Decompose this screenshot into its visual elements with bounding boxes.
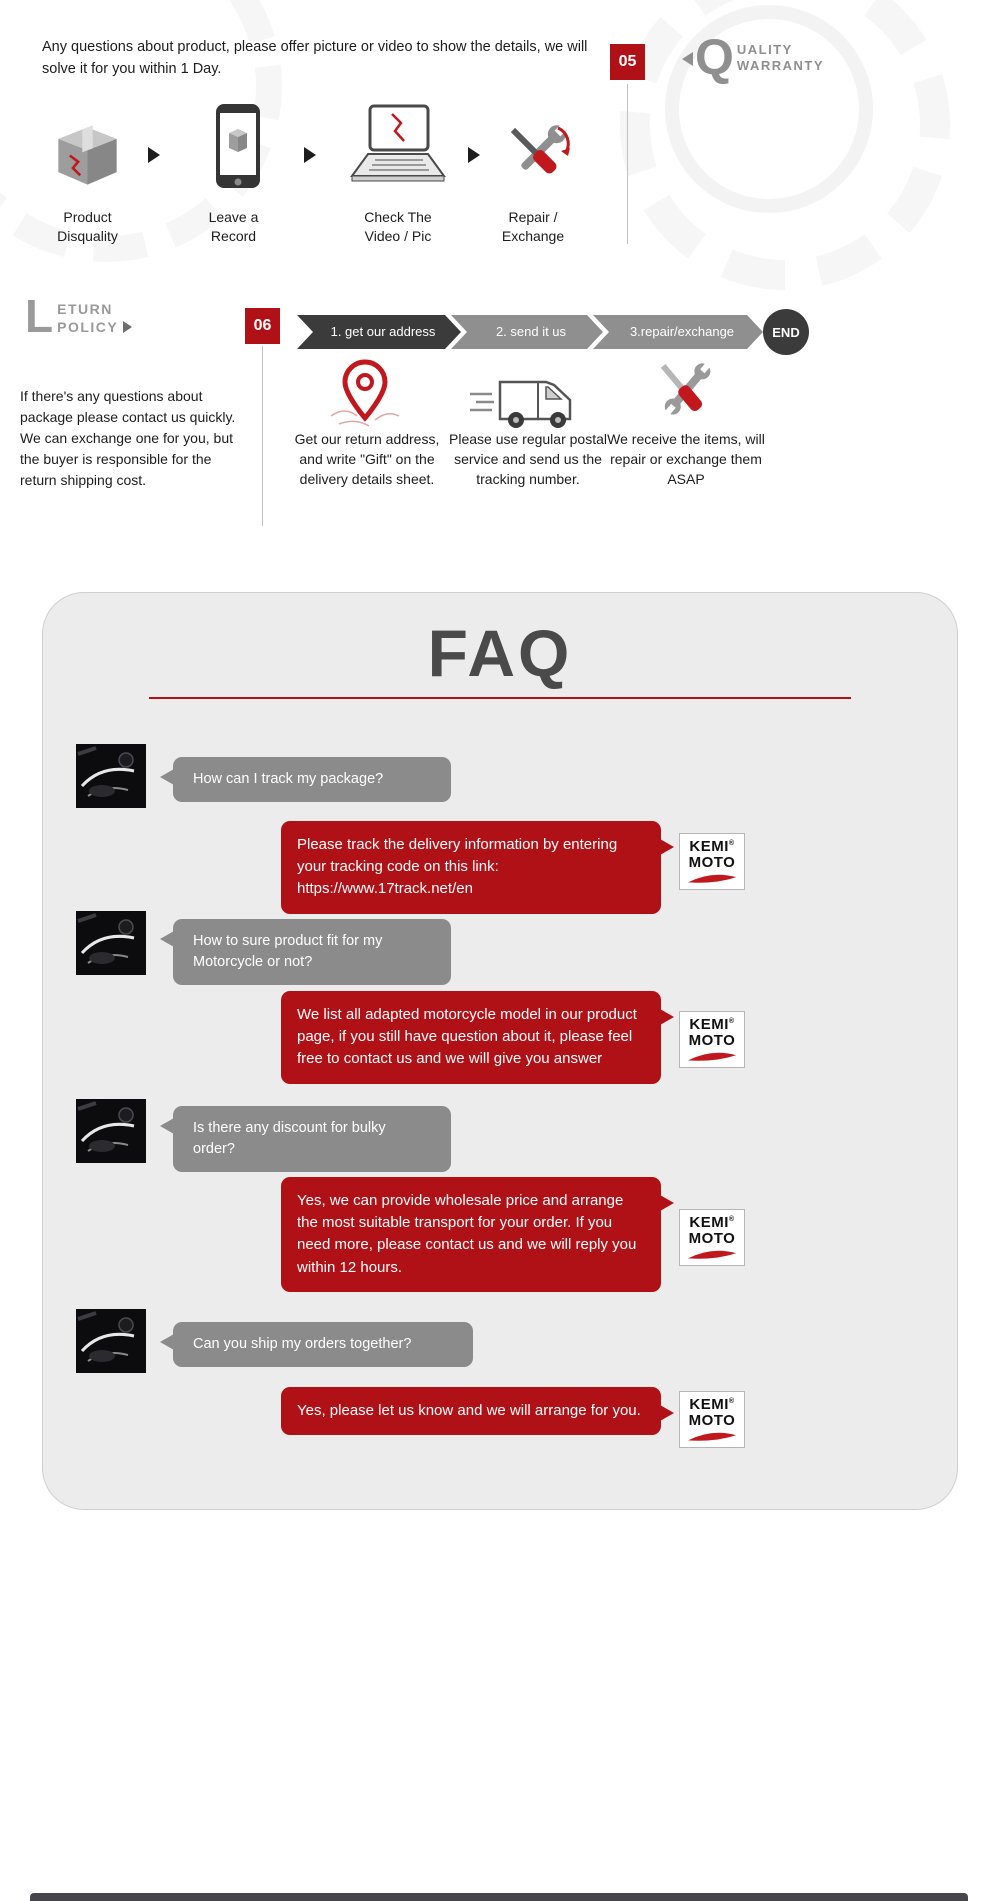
return-logo-line1: ETURN <box>57 301 113 317</box>
return-policy-logo: L ETURN POLICY <box>25 290 133 342</box>
brand-word-kemi: KEMI <box>689 1016 729 1033</box>
repair-tools-icon <box>498 114 576 199</box>
faq-answer-bubble: Yes, please let us know and we will arra… <box>281 1387 674 1436</box>
return-step-banner-1: 1. get our address <box>297 315 461 349</box>
warranty-step-label: Repair / Exchange <box>501 209 565 244</box>
registered-mark: ® <box>728 840 735 847</box>
faq-divider <box>149 697 851 699</box>
section-06-divider <box>262 346 263 526</box>
faq-question-bubble: Can you ship my orders together? <box>160 1322 473 1368</box>
faq-panel: FAQ How can I track my package? Please t… <box>42 592 958 1510</box>
laptop-check-icon <box>340 102 456 203</box>
kemimoto-logo: KEMI® MOTO <box>679 833 745 891</box>
warranty-step-label: Leave a Record <box>208 209 259 244</box>
kemimoto-logo: KEMI® MOTO <box>679 1391 745 1449</box>
location-pin-icon <box>325 356 405 436</box>
return-step-caption: Please use regular postal service and se… <box>449 431 607 487</box>
faq-answer-bubble: We list all adapted motorcycle model in … <box>281 991 674 1084</box>
warranty-step-label: Product Disquality <box>57 209 118 244</box>
faq-answer-bubble: Please track the delivery information by… <box>281 821 674 914</box>
quality-logo-line2: WARRANTY <box>736 58 825 74</box>
section-05-badge: 05 <box>610 44 645 80</box>
customer-avatar <box>76 744 146 808</box>
faq-title: FAQ <box>427 616 573 690</box>
quality-warranty-logo: Q UALITY WARRANTY <box>682 29 825 85</box>
damaged-box-icon <box>50 118 125 198</box>
return-logo-line2: POLICY <box>57 319 119 336</box>
brand-swoosh-icon <box>688 1433 736 1442</box>
brand-word-moto: MOTO <box>688 1412 736 1430</box>
step-arrow-icon <box>148 147 160 163</box>
brand-swoosh-icon <box>688 875 736 884</box>
return-step-banner-3: 3.repair/exchange <box>593 315 763 349</box>
triangle-right-icon <box>123 321 133 334</box>
quality-logo-line1: UALITY <box>736 42 793 57</box>
faq-answer-bubble: Yes, we can provide wholesale price and … <box>281 1177 674 1292</box>
step-arrow-icon <box>304 147 316 163</box>
registered-mark: ® <box>728 1018 735 1025</box>
faq-question-bubble: How can I track my package? <box>160 757 451 803</box>
return-step-caption: We receive the items, will repair or exc… <box>607 431 765 487</box>
step-arrow-icon <box>468 147 480 163</box>
registered-mark: ® <box>728 1398 735 1405</box>
section-06-badge: 06 <box>245 308 280 344</box>
faq-question-bubble: Is there any discount for bulky order? <box>160 1106 451 1173</box>
registered-mark: ® <box>728 1216 735 1223</box>
brand-word-moto: MOTO <box>688 1230 736 1248</box>
brand-swoosh-icon <box>688 1053 736 1062</box>
kemimoto-logo: KEMI® MOTO <box>679 1209 745 1267</box>
brand-swoosh-icon <box>688 1251 736 1260</box>
return-step-banner-2: 2. send it us <box>451 315 603 349</box>
customer-avatar <box>76 1099 146 1163</box>
customer-avatar <box>76 1309 146 1373</box>
section-05-divider <box>627 84 628 244</box>
phone-record-icon <box>196 100 276 200</box>
warranty-step-label: Check The Video / Pic <box>364 209 432 244</box>
brand-word-kemi: KEMI <box>689 1214 729 1231</box>
brand-word-kemi: KEMI <box>689 838 729 855</box>
warranty-intro-text: Any questions about product, please offe… <box>42 39 588 78</box>
next-section-edge <box>30 1893 968 1901</box>
customer-avatar <box>76 911 146 975</box>
brand-word-kemi: KEMI <box>689 1396 729 1413</box>
faq-question-bubble: How to sure product fit for my Motorcycl… <box>160 919 451 986</box>
quality-logo-letter: Q <box>695 29 734 85</box>
triangle-left-icon <box>682 52 693 66</box>
brand-word-moto: MOTO <box>688 1032 736 1050</box>
return-end-badge: END <box>763 309 809 355</box>
delivery-van-icon <box>468 374 586 439</box>
return-step-caption: Get our return address, and write "Gift"… <box>294 431 440 487</box>
brand-word-moto: MOTO <box>688 854 736 872</box>
wrench-screwdriver-icon <box>645 356 725 433</box>
kemimoto-logo: KEMI® MOTO <box>679 1011 745 1069</box>
return-logo-letter: L <box>25 290 54 342</box>
return-policy-text: If there's any questions about package p… <box>20 388 236 488</box>
